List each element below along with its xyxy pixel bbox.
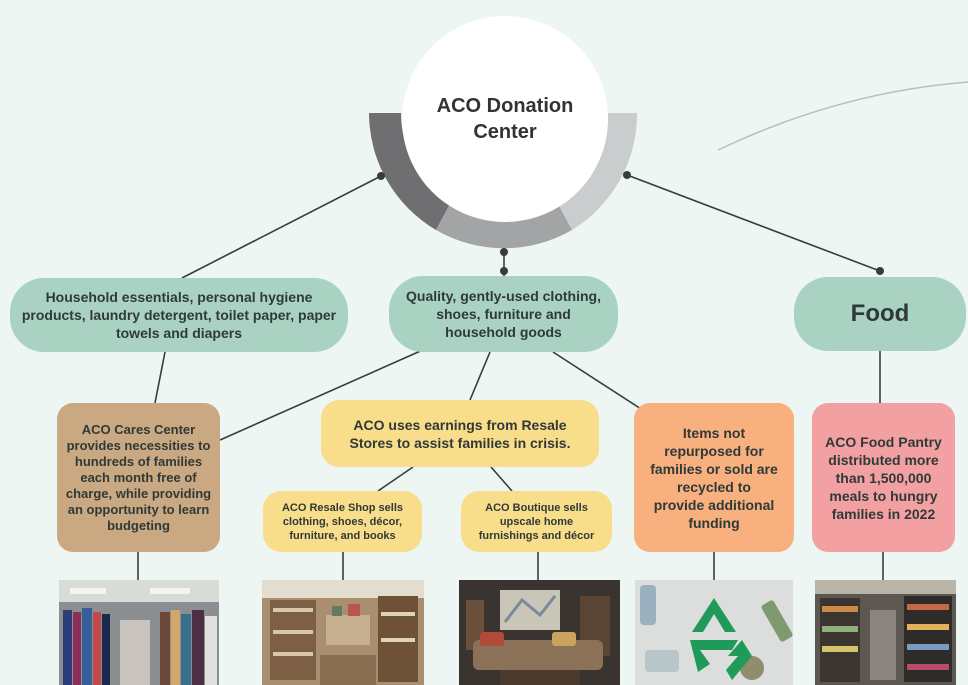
recycling-symbol-photo [635, 580, 793, 685]
connector-lines [137, 174, 884, 580]
center-title: ACO Donation Center [436, 95, 574, 143]
household-essentials-node: Household essentials, personal hygiene p… [10, 278, 348, 352]
cares-center-text: ACO Cares Center provides necessities to… [65, 421, 212, 533]
center-node: ACO Donation Center [402, 16, 608, 222]
connector-dots [377, 171, 884, 275]
resale-shop-card: ACO Resale Shop sells clothing, shoes, d… [263, 491, 422, 552]
decorative-arc [717, 81, 968, 151]
boutique-card: ACO Boutique sells upscale home furnishi… [461, 491, 612, 552]
food-pantry-shelves-photo [815, 580, 956, 685]
earnings-card: ACO uses earnings from Resale Stores to … [321, 400, 599, 467]
ring-segment-light [557, 113, 638, 230]
food-node: Food [794, 277, 966, 351]
recycled-text: Items not repurposed for families or sol… [650, 424, 778, 531]
clothing-store-photo [59, 580, 219, 685]
quality-goods-node: Quality, gently-used clothing, shoes, fu… [389, 276, 618, 352]
resale-shop-photo [262, 580, 424, 685]
household-essentials-label: Household essentials, personal hygiene p… [21, 289, 337, 341]
boutique-text: ACO Boutique sells upscale home furnishi… [478, 501, 595, 542]
quality-goods-label: Quality, gently-used clothing, shoes, fu… [406, 288, 601, 340]
food-pantry-card: ACO Food Pantry distributed more than 1,… [812, 403, 955, 552]
resale-shop-text: ACO Resale Shop sells clothing, shoes, d… [281, 501, 404, 542]
recycled-card: Items not repurposed for families or sol… [634, 403, 794, 552]
food-label: Food [850, 300, 910, 327]
earnings-text: ACO uses earnings from Resale Stores to … [349, 416, 571, 451]
ring-segment-dark [369, 113, 451, 230]
boutique-living-room-photo [459, 580, 620, 685]
cares-center-card: ACO Cares Center provides necessities to… [57, 403, 220, 552]
food-pantry-text: ACO Food Pantry distributed more than 1,… [825, 433, 942, 522]
